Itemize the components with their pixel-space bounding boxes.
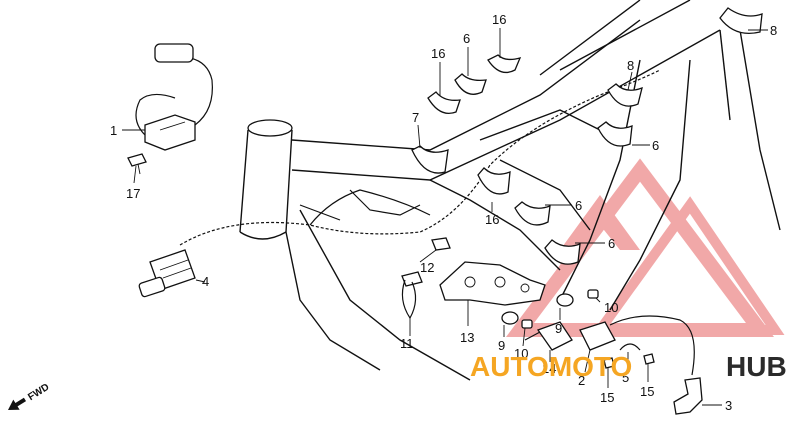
callout-11: 11 [400, 336, 414, 351]
wire-harness [179, 69, 661, 246]
part-9-grommets [501, 293, 574, 325]
part-13-bracket [439, 261, 546, 306]
callout-16: 16 [492, 12, 506, 27]
part-5-bracket-clip [619, 343, 641, 351]
callout-15: 15 [600, 390, 614, 405]
callout-5: 5 [622, 370, 629, 385]
part-8-band-clamp [719, 7, 763, 35]
callout-8: 8 [627, 58, 634, 73]
callout-4: 4 [202, 274, 209, 289]
callout-8: 8 [770, 23, 777, 38]
callout-17: 17 [126, 186, 140, 201]
callout-2: 2 [578, 373, 585, 388]
callout-6: 6 [652, 138, 659, 153]
wire-clamps-upper [411, 54, 643, 265]
callout-15: 15 [640, 384, 654, 399]
part-15-screws [603, 353, 655, 369]
part-14-wire-connector [524, 321, 573, 351]
watermark-logo [506, 158, 785, 337]
callout-13: 13 [460, 330, 474, 345]
frame-outline [239, 0, 781, 381]
watermark-text: AUTOMOTO HUB [470, 351, 787, 382]
callout-14: 14 [542, 361, 556, 376]
leader-lines [122, 28, 768, 406]
part-17-bolt [127, 153, 147, 175]
callout-6: 6 [463, 31, 470, 46]
callout-10: 10 [514, 346, 528, 361]
watermark-letter-m [560, 195, 640, 250]
callout-6: 6 [608, 236, 615, 251]
callout-9: 9 [498, 338, 505, 353]
callout-labels: 1 17 4 16 6 16 7 8 8 6 6 16 6 12 11 13 9… [110, 12, 777, 413]
part-1-igniter-unit [135, 43, 213, 151]
fwd-direction-marker: FWD [8, 382, 51, 410]
fwd-arrow-icon [8, 397, 27, 410]
callout-16: 16 [431, 46, 445, 61]
callout-16: 16 [485, 212, 499, 227]
callout-6: 6 [575, 198, 582, 213]
callout-7: 7 [412, 110, 419, 125]
callout-9: 9 [555, 321, 562, 336]
watermark-text-hub: HUB [726, 351, 787, 382]
part-4-ignition-coil [138, 249, 196, 298]
callout-1: 1 [110, 123, 117, 138]
watermark-triangle-right [590, 196, 785, 335]
watermark-text-automoto: AUTOMOTO [470, 351, 632, 382]
part-12-clips [401, 237, 451, 287]
part-2-regulator [579, 315, 695, 376]
callout-12: 12 [420, 260, 434, 275]
callout-3: 3 [725, 398, 732, 413]
part-3-plug-cap [673, 377, 703, 415]
callout-10: 10 [604, 300, 618, 315]
part-10-collars [521, 289, 599, 329]
fwd-label: FWD [26, 382, 51, 403]
